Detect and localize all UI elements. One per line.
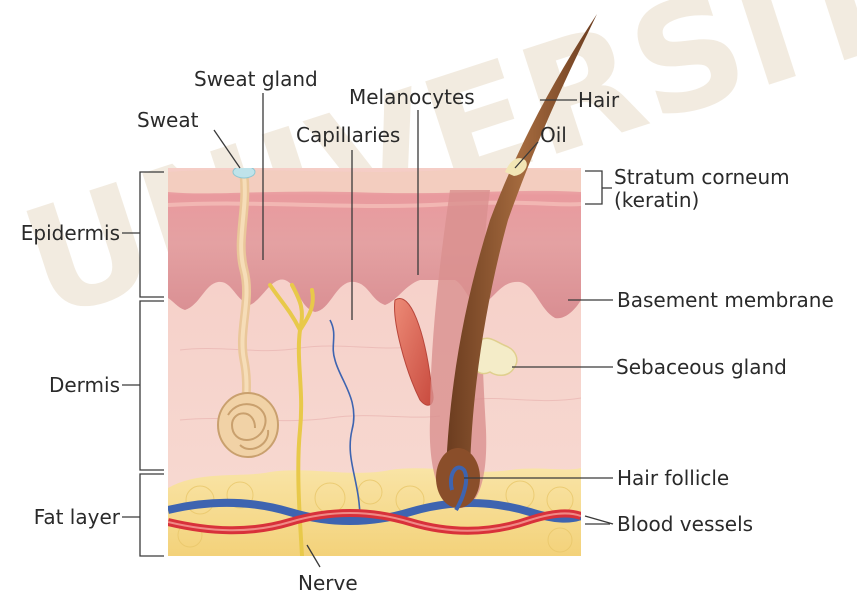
label-sweat-gland: Sweat gland [194, 67, 318, 91]
label-hair: Hair [578, 88, 620, 112]
label-sweat: Sweat [137, 108, 199, 132]
skin-block [168, 166, 581, 556]
label-sebaceous-gland: Sebaceous gland [616, 355, 787, 379]
label-blood-vessels: Blood vessels [617, 512, 753, 536]
label-hair-follicle: Hair follicle [617, 466, 729, 490]
label-epidermis: Epidermis [21, 221, 120, 245]
label-stratum-corneum: Stratum corneum [614, 165, 790, 189]
label-dermis: Dermis [49, 373, 120, 397]
label-keratin: (keratin) [614, 188, 699, 212]
label-fat-layer: Fat layer [34, 505, 121, 529]
label-melanocytes: Melanocytes [349, 85, 475, 109]
label-oil: Oil [540, 123, 567, 147]
label-basement-membrane: Basement membrane [617, 288, 834, 312]
label-nerve: Nerve [298, 571, 358, 595]
label-capillaries: Capillaries [296, 123, 400, 147]
sweat-gland-coil [218, 393, 278, 457]
